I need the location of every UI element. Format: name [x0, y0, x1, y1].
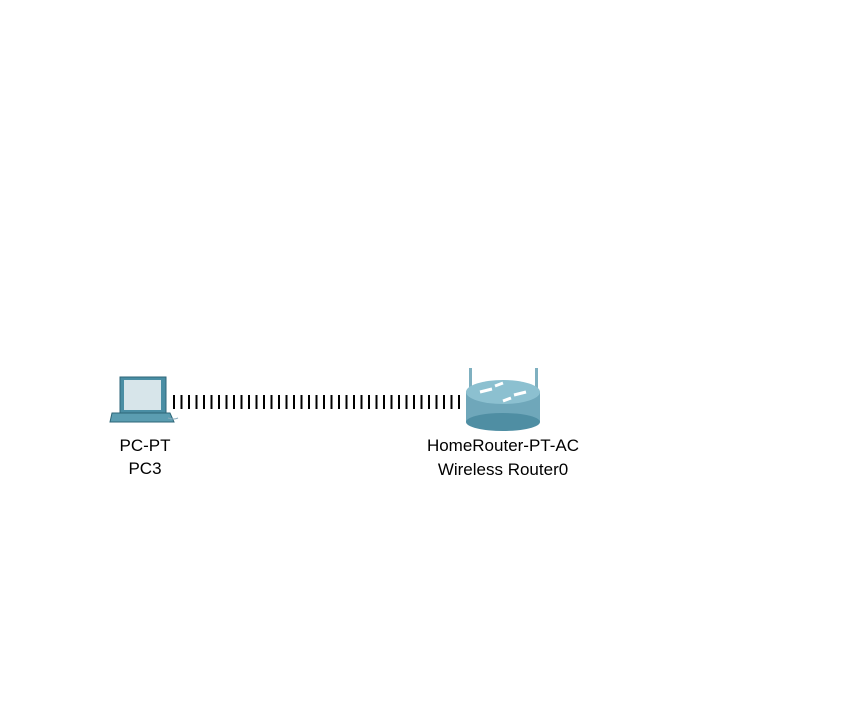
cable-segment — [270, 395, 273, 409]
cable-segment — [330, 395, 333, 409]
cable-segment — [315, 395, 318, 409]
cable-segment — [368, 395, 370, 409]
cable-segment — [338, 395, 340, 409]
cable-segment — [188, 395, 190, 409]
cable-segment — [233, 395, 235, 409]
cable-segment — [375, 395, 378, 409]
pc-model-label: PC-PT — [119, 436, 171, 455]
cable-segment — [293, 395, 295, 409]
cable-segment — [345, 395, 348, 409]
cable-segment — [308, 395, 310, 409]
cable-segment — [285, 395, 288, 409]
pc-name-label: PC3 — [128, 459, 162, 478]
cable-segment — [443, 395, 445, 409]
cable-segment — [353, 395, 355, 409]
wireless-router-icon[interactable] — [466, 368, 540, 431]
cable-segment — [248, 395, 250, 409]
cable-segment — [263, 395, 265, 409]
pc-icon[interactable] — [109, 376, 179, 423]
cable-segment — [458, 395, 460, 409]
cable-segment — [383, 395, 385, 409]
cable-segment — [278, 395, 280, 409]
cable-segment — [435, 395, 438, 409]
cable-segment — [428, 395, 430, 409]
cable-segment — [300, 395, 303, 409]
router-model-label: HomeRouter-PT-AC — [426, 436, 580, 455]
cable-segment — [203, 395, 205, 409]
cable-segment — [173, 395, 175, 409]
console-cable-link[interactable] — [173, 395, 460, 409]
cable-segment — [420, 395, 423, 409]
cable-segment — [398, 395, 400, 409]
cable-segment — [195, 395, 198, 409]
cable-segment — [240, 395, 243, 409]
cable-segment — [323, 395, 325, 409]
cable-segment — [390, 395, 393, 409]
cable-segment — [405, 395, 408, 409]
cable-segment — [450, 395, 453, 409]
router-name-label: Wireless Router0 — [437, 460, 569, 479]
cable-segment — [255, 395, 258, 409]
cable-segment — [180, 395, 183, 409]
cable-segment — [210, 395, 213, 409]
cable-segment — [225, 395, 228, 409]
cable-segment — [218, 395, 220, 409]
cable-segment — [360, 395, 363, 409]
cable-segment — [413, 395, 415, 409]
